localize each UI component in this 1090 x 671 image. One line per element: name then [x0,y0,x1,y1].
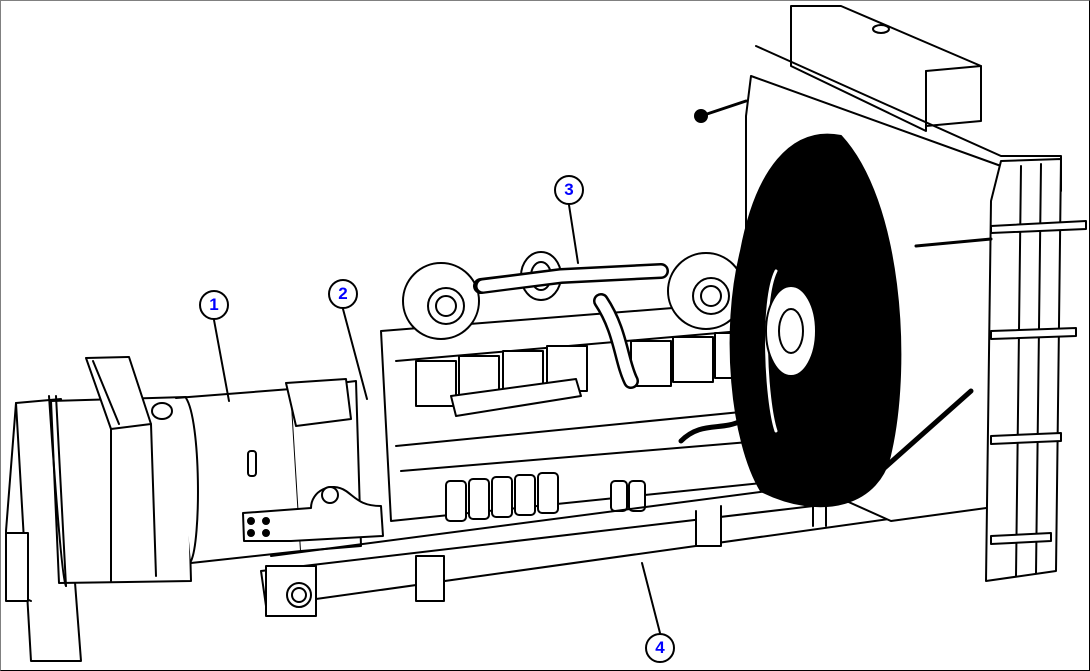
callout-1: 1 [199,290,229,320]
leader-line-1 [213,319,230,402]
callout-3: 3 [554,175,584,205]
callout-leaders [213,204,661,634]
callout-number: 3 [564,180,574,199]
radiator-side-frame [985,158,1087,582]
callout-number: 4 [655,638,665,657]
leader-line-3 [568,204,579,264]
leader-line-2 [342,308,368,400]
leader-line-4 [641,562,661,634]
radiator-fan [729,75,1002,522]
callout-2: 2 [328,279,358,309]
hose-fitting [694,109,708,123]
callout-number: 2 [338,284,348,303]
lifting-bracket [242,486,384,542]
callout-4: 4 [645,633,675,663]
hose-connector [699,99,748,118]
stay-rod [878,388,974,474]
filter-canisters [445,472,646,522]
hose-connector-lower [914,237,993,248]
turbochargers [402,251,745,389]
callout-number: 1 [209,295,219,314]
